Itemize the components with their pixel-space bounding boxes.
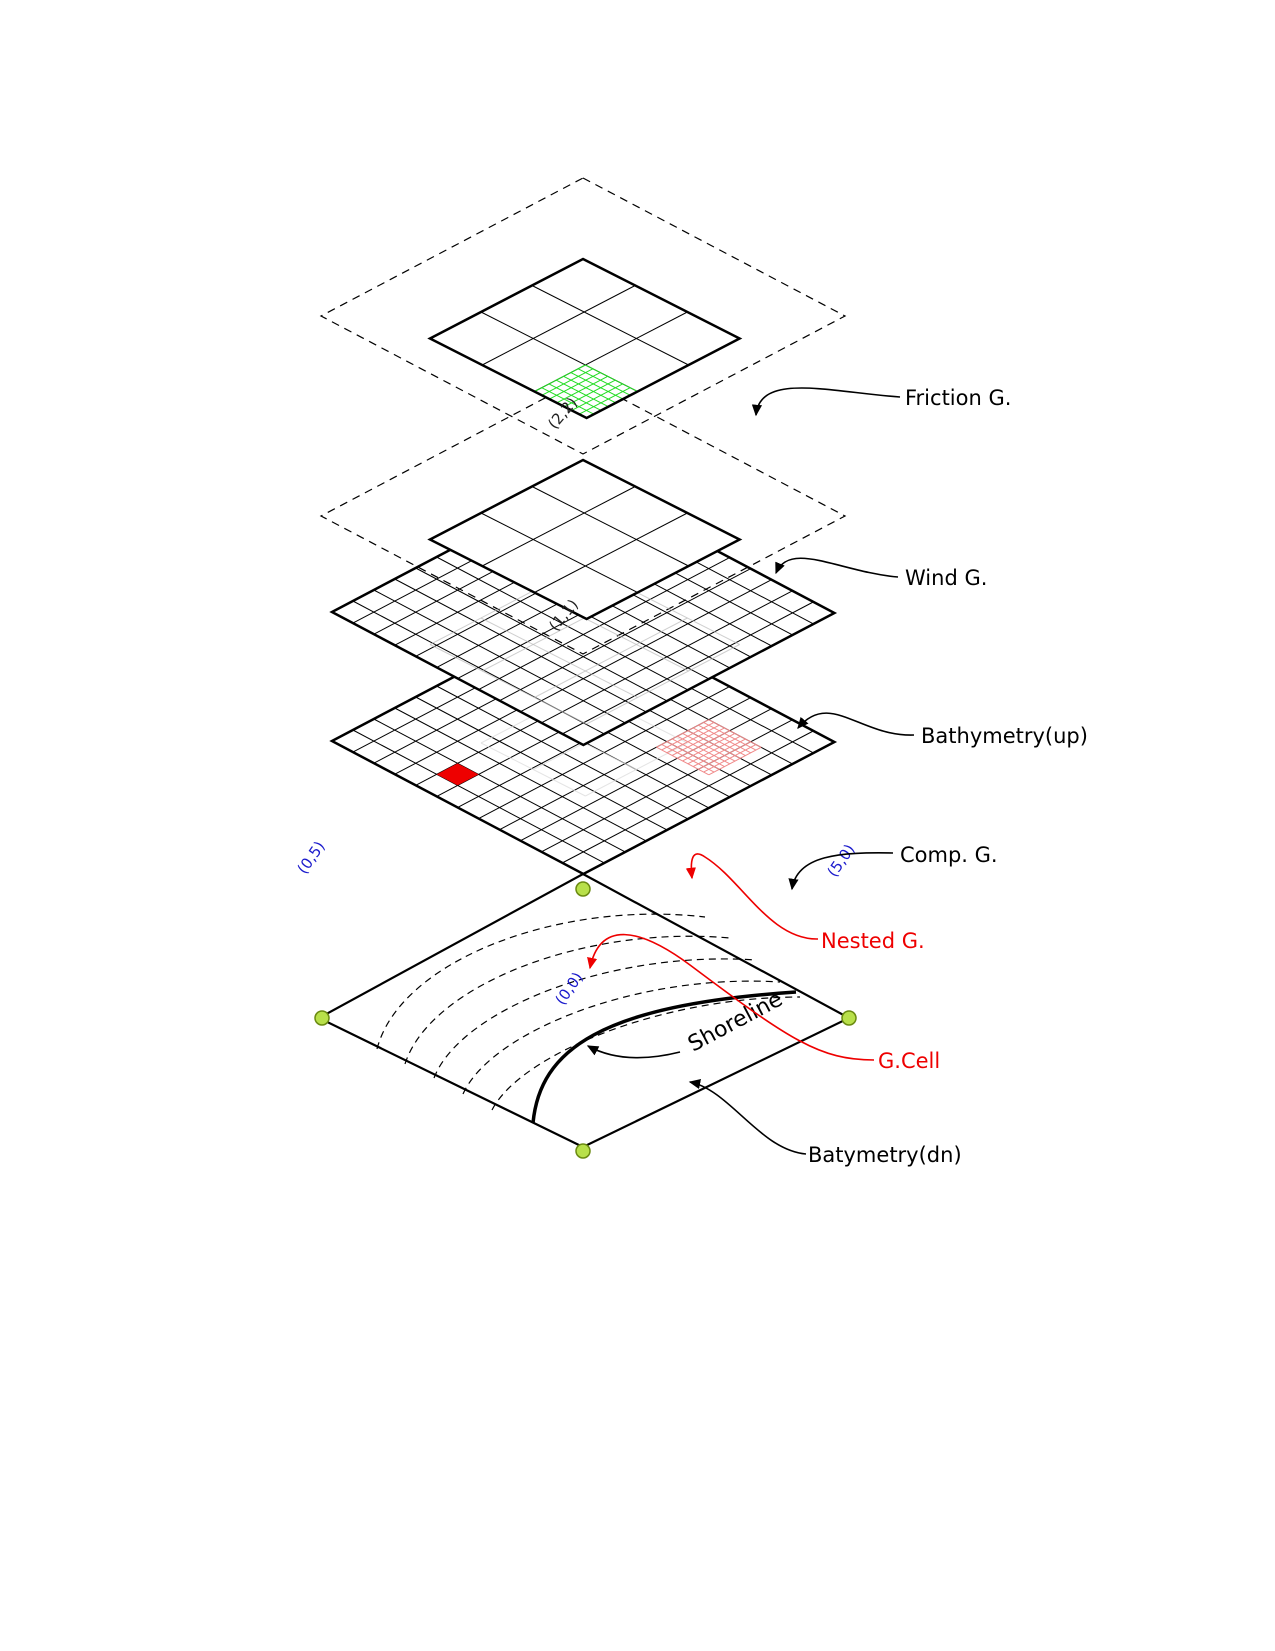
friction-grid-line — [531, 285, 689, 366]
bathy-dn-leader — [688, 1079, 807, 1155]
comp-leader — [788, 852, 894, 891]
wind-leader — [775, 557, 899, 578]
nested-grid-line — [671, 738, 725, 768]
corner-node-left — [314, 1010, 330, 1026]
bathymetry-up-label: Bathymetry(up) — [921, 724, 1088, 748]
friction-grid-line — [481, 285, 636, 366]
gcell-leader — [587, 933, 875, 1061]
comp-label: Comp. G. — [900, 843, 998, 867]
callout-leaders — [587, 387, 915, 1155]
nested-label: Nested G. — [821, 929, 925, 953]
nested-grid-line — [692, 727, 746, 757]
wind-grid-line — [480, 512, 638, 593]
friction-grid-border — [427, 257, 743, 420]
comp-left-label: (0,5) — [294, 838, 329, 877]
friction-fine-grid-line — [563, 375, 616, 404]
bathymetry-up-grid-line — [394, 578, 647, 713]
friction-fine-grid-line — [585, 364, 638, 392]
friction-fine-grid-line — [548, 383, 602, 411]
bathymetry-up-border — [329, 478, 838, 747]
comp-grid-line — [415, 696, 668, 831]
comp-grid-line — [373, 718, 626, 853]
nested-grid-line — [703, 721, 757, 751]
bathymetry-up-grid-line — [415, 567, 668, 702]
bathymetry-dn-label: Batymetry(dn) — [808, 1143, 962, 1167]
friction-fine-grid-line — [556, 379, 609, 408]
wind-grid-layer — [319, 377, 847, 725]
comp-grid-line — [352, 729, 605, 864]
friction-grid-layer — [319, 177, 847, 455]
wind-grid-border — [427, 458, 743, 621]
nested-grid-line — [661, 743, 715, 773]
friction-fine-grid-line — [577, 368, 631, 396]
friction-fine-grid-line — [556, 375, 609, 404]
friction-fine-grid-line — [570, 372, 624, 400]
bathymetry-dn-layer: Shoreline — [314, 872, 857, 1159]
nested-grid-lines — [656, 719, 762, 776]
wind-grid-line — [531, 486, 689, 567]
nested-leader — [685, 853, 819, 940]
corner-node-right — [841, 1010, 857, 1026]
depth-contours — [376, 913, 801, 1111]
bathymetry-up-grid-line — [436, 556, 689, 691]
friction-fine-grid-line — [541, 368, 594, 396]
wind-ghost-line — [429, 644, 587, 725]
wind-grid-line — [534, 512, 688, 593]
nested-grid-line — [698, 724, 751, 754]
friction-extent-dashed — [319, 177, 847, 455]
nested-grid-line — [666, 741, 720, 770]
bathymetry-up-grid-line — [373, 589, 626, 724]
friction-label: Friction G. — [905, 386, 1011, 410]
shoreline-curve — [531, 990, 797, 1124]
corner-node-bottom — [575, 1143, 591, 1159]
wind-label: Wind G. — [905, 566, 987, 590]
grid-cell-highlight — [436, 763, 479, 786]
friction-fine-grid-line — [534, 364, 586, 392]
friction-fine-grid-line — [541, 387, 595, 415]
nested-grid-line — [708, 719, 762, 748]
comp-grid-line — [394, 707, 647, 842]
nested-grid-line — [682, 732, 736, 762]
wind-ghost-line — [534, 617, 688, 698]
friction-fine-grid-line — [563, 379, 616, 408]
friction-fine-grid-line — [571, 383, 623, 411]
shoreline-arrow — [586, 1045, 681, 1059]
friction-leader — [751, 387, 901, 417]
wind-extent-dashed — [319, 377, 847, 655]
gcell-label: G.Cell — [878, 1049, 940, 1073]
wind-grid-line — [481, 486, 636, 567]
corner-node-top — [575, 881, 591, 897]
wind-ghost-line — [586, 644, 740, 725]
wind-ghost-line — [480, 617, 638, 698]
bathy-up-leader — [797, 712, 915, 736]
nested-grid-line — [656, 746, 710, 776]
friction-fine-grid-line — [549, 372, 601, 400]
comp-grid-line — [436, 685, 689, 820]
comp-right-label: (5,0) — [824, 841, 859, 880]
comp-grid-border — [329, 607, 838, 876]
nested-grid-line — [687, 730, 741, 759]
nested-grid-line — [677, 735, 730, 765]
comp-under-line — [480, 742, 586, 797]
friction-fine-grid-line — [578, 387, 631, 415]
